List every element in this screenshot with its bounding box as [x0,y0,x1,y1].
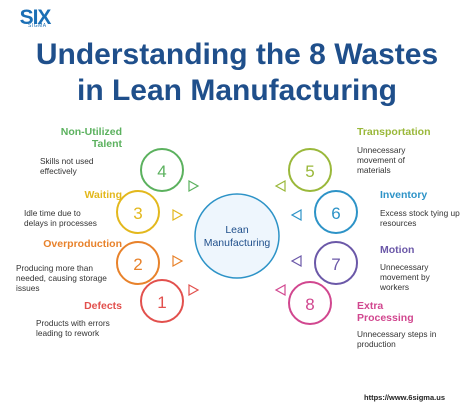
svg-text:6: 6 [331,204,340,223]
svg-text:4: 4 [157,162,166,181]
svg-text:8: 8 [305,295,314,314]
arrow-icon-6 [290,208,302,222]
footer-url: https://www.6sigma.us [364,393,445,402]
waste-label-transportation: Transportation [357,126,431,138]
svg-text:5: 5 [305,162,314,181]
logo-subtext: SIGMA [28,23,47,29]
arrow-icon-2 [172,254,184,268]
arrow-icon-5 [274,179,286,193]
waste-node-5: 5 [288,148,332,192]
waste-desc-motion: Unnecessary movement by workers [380,262,430,292]
arrow-icon-7 [290,254,302,268]
waste-desc-extra-processing: Unnecessary steps in production [357,329,437,349]
svg-text:1: 1 [157,293,166,312]
waste-desc-waiting: Idle time due to delays in processes [24,208,97,228]
waste-label-extra-processing: Extra Processing [357,300,414,324]
page-title-line-2: in Lean Manufacturing [76,74,397,107]
waste-node-3: 3 [116,190,160,234]
waste-label-non-utilized-talent: Non-Utilized Talent [60,126,122,150]
waste-desc-transportation: Unnecessary movement of materials [357,145,406,175]
waste-desc-defects: Products with errors leading to rework [36,318,110,338]
waste-label-inventory: Inventory [380,189,428,201]
waste-node-2: 2 [116,241,160,285]
waste-desc-inventory: Excess stock tying up resources [380,208,460,228]
svg-text:2: 2 [133,255,142,274]
center-label-line-2: Manufacturing [204,237,271,249]
logo-badge [14,7,56,33]
arrow-icon-8 [274,283,286,297]
waste-label-defects: Defects [84,300,122,312]
waste-label-waiting: Waiting [84,189,122,201]
waste-node-4: 4 [140,148,184,192]
waste-node-8: 8 [288,281,332,325]
center-label-line-1: Lean [225,224,249,236]
arrow-icon-1 [188,283,200,297]
center-circle [194,193,280,279]
arrow-icon-3 [172,208,184,222]
waste-node-7: 7 [314,241,358,285]
waste-node-1: 1 [140,279,184,323]
waste-label-overproduction: Overproduction [43,238,122,250]
waste-desc-non-utilized-talent: Skills not used effectively [40,156,94,176]
waste-desc-overproduction: Producing more than needed, causing stor… [16,263,107,293]
waste-label-motion: Motion [380,244,415,256]
svg-text:3: 3 [133,204,142,223]
arrow-icon-4 [188,179,200,193]
page-title-line-1: Understanding the 8 Wastes [35,38,439,71]
waste-node-6: 6 [314,190,358,234]
svg-text:7: 7 [331,255,340,274]
logo-text: SIX [19,6,52,29]
